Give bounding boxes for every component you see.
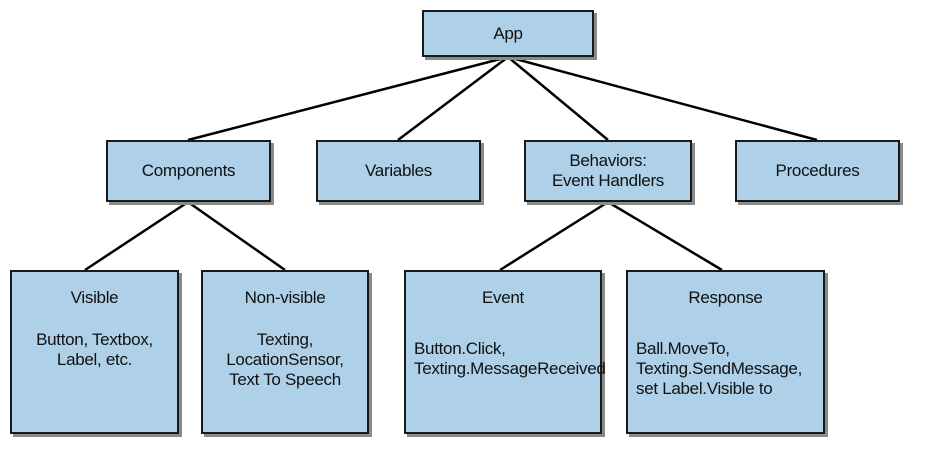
node-components-label: Components (141, 161, 236, 180)
connector-components-nonvisible (187, 200, 286, 272)
node-components: Components (106, 140, 271, 202)
node-visible-body: Button, Textbox, Label, etc. (36, 330, 153, 369)
node-app-label: App (493, 23, 523, 43)
connector-app-behaviors (507, 56, 609, 141)
node-procedures-label: Procedures (775, 161, 860, 180)
connector-app-components (187, 55, 509, 142)
node-behaviors: Behaviors: Event Handlers (524, 140, 692, 202)
node-response-body: Ball.MoveTo, Texting.SendMessage, set La… (636, 339, 802, 398)
node-event-title: Event (482, 288, 524, 307)
node-non-visible: Non-visible Texting, LocationSensor, Tex… (201, 270, 369, 434)
node-visible-title: Visible (70, 288, 119, 307)
connector-components-visible (84, 200, 189, 272)
node-response: Response Ball.MoveTo, Texting.SendMessag… (626, 270, 825, 434)
node-app: App (422, 10, 594, 57)
node-variables-label: Variables (365, 161, 432, 180)
node-event: Event Button.Click, Texting.MessageRecei… (404, 270, 606, 434)
node-response-title: Response (688, 288, 763, 307)
node-visible: Visible Button, Textbox, Label, etc. (10, 270, 179, 434)
connector-app-procedures (507, 55, 818, 142)
connector-app-variables (397, 56, 509, 141)
connector-behaviors-event (499, 200, 609, 272)
node-event-body: Button.Click, Texting.MessageReceived (414, 339, 606, 378)
node-procedures: Procedures (735, 140, 900, 202)
node-non-visible-title: Non-visible (244, 288, 326, 307)
node-variables: Variables (316, 140, 481, 202)
connector-behaviors-response (607, 200, 723, 272)
node-non-visible-body: Texting, LocationSensor, Text To Speech (226, 330, 344, 389)
node-behaviors-label: Behaviors: Event Handlers (551, 151, 665, 190)
